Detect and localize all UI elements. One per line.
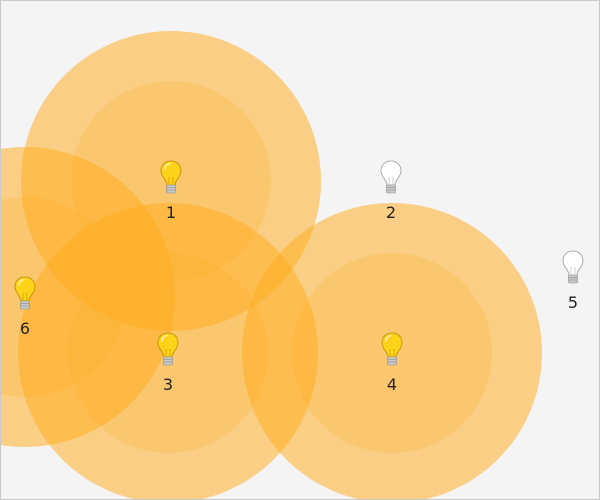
lamp-number-label: 6 (20, 319, 30, 338)
lamp-3[interactable]: 3 (157, 332, 179, 394)
lightbulb-on-icon (381, 332, 403, 366)
lamp-4[interactable]: 4 (381, 332, 403, 394)
lamp-2[interactable]: 2 (380, 160, 402, 222)
lightbulb-on-icon (14, 276, 36, 310)
lamp-number-label: 3 (163, 375, 173, 394)
lamp-6[interactable]: 6 (14, 276, 36, 338)
lamp-number-label: 1 (166, 203, 176, 222)
light-radius-inner (1, 197, 125, 397)
lamp-layer: 1 2 3 4 5 6 (14, 160, 584, 394)
lamp-number-label: 2 (386, 203, 396, 222)
lamp-number-label: 4 (387, 375, 397, 394)
light-radius-outer (1, 147, 175, 447)
lamp-1[interactable]: 1 (160, 160, 182, 222)
lamp-5[interactable]: 5 (562, 250, 584, 312)
lightbulb-on-icon (157, 332, 179, 366)
lightbulb-on-icon (160, 160, 182, 194)
lightbulb-off-icon (380, 160, 402, 194)
lamp-number-label: 5 (568, 293, 578, 312)
lightbulb-off-icon (562, 250, 584, 284)
light-glow-layer (1, 31, 542, 499)
